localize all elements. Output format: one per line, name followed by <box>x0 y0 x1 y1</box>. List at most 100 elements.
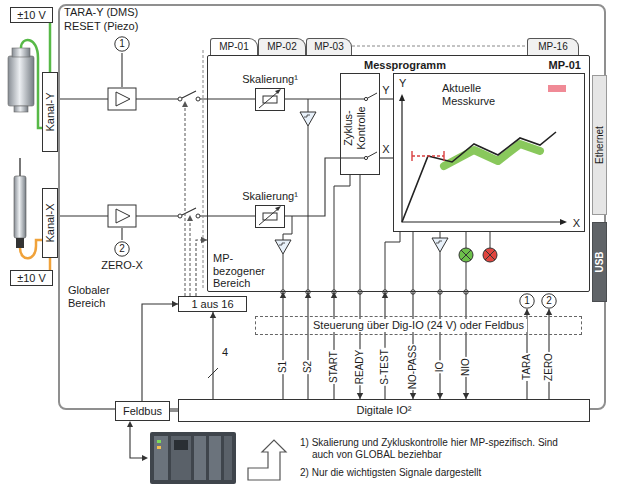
plc-device <box>171 436 191 480</box>
callout-circle <box>520 294 534 308</box>
hollow-arrow <box>248 440 286 480</box>
terminal-dot <box>364 156 367 159</box>
label-text: Kanal-X <box>44 203 56 242</box>
linear-potentiometer <box>16 238 24 248</box>
connector-line <box>285 158 340 216</box>
connector <box>305 292 311 399</box>
label-text: Globaler Bereich <box>68 284 130 309</box>
load-cell <box>12 48 30 57</box>
internal-wire <box>385 232 413 292</box>
hysteresis-mark <box>304 115 310 117</box>
internal-wire <box>334 175 360 292</box>
connector-line <box>380 98 393 99</box>
label-text: 2 <box>546 295 552 307</box>
tolerance-band <box>444 144 540 166</box>
program-panel: MessprogrammMP-01MP-bezogener BereichSka… <box>207 55 590 292</box>
hysteresis-mark <box>436 241 442 243</box>
plc-device <box>150 432 236 484</box>
indicator-lamp <box>459 248 473 262</box>
label-text: 1 <box>524 295 530 307</box>
callout-circle <box>115 242 129 256</box>
label-text: Ethernet <box>594 126 605 164</box>
connector-line <box>49 258 52 270</box>
switch-contact <box>178 97 182 101</box>
label-text: Kanal-Y <box>44 92 56 131</box>
signal-label: X <box>381 143 390 156</box>
measurement-curve <box>402 132 556 222</box>
label-text: X <box>573 217 580 230</box>
signal-label: 4 <box>222 346 228 359</box>
graph-axes <box>402 96 560 222</box>
plc-device <box>194 436 206 480</box>
arrowhead <box>546 309 552 315</box>
switch-contact <box>178 214 182 218</box>
fieldbus-box: Feldbus <box>115 401 170 421</box>
connector <box>285 99 340 100</box>
program-stack <box>203 46 527 290</box>
label-text: 2 <box>119 243 125 255</box>
select-arrowhead <box>187 215 193 221</box>
measurement-curve <box>402 132 556 222</box>
plc-device <box>224 436 232 480</box>
axis-arrowhead <box>560 219 567 225</box>
label-text: MP-01 <box>219 41 248 53</box>
signal-label: S2 <box>302 360 314 374</box>
connector-line <box>142 304 178 401</box>
plc-device <box>154 436 168 480</box>
label-text: MP-bezogener Bereich <box>213 252 275 290</box>
connector <box>437 292 443 399</box>
terminal-dot <box>281 97 468 294</box>
voltage-box: ±10 V <box>10 270 53 286</box>
comparator-symbol <box>275 240 291 254</box>
connector <box>380 99 393 100</box>
linear-potentiometer <box>19 158 21 176</box>
arrowhead <box>210 312 216 318</box>
annotation: RESET (Piezo) <box>64 20 138 33</box>
connector <box>285 158 340 216</box>
linear-potentiometer <box>14 176 26 238</box>
annotation: ZERO-X <box>101 259 143 272</box>
terminal-dot <box>364 97 367 100</box>
amplifier-symbol <box>116 209 130 223</box>
fieldbus-link <box>130 427 142 458</box>
connector-line <box>49 23 52 72</box>
signal-label: Y <box>381 84 390 97</box>
connector <box>196 237 207 296</box>
digital-io-box: Digitale IO² <box>178 399 590 422</box>
connector-line <box>285 98 340 99</box>
indicator-lamp <box>483 248 497 262</box>
usb-port: USB <box>592 222 607 302</box>
control-bus-box: Steuerung über Dig-IO (24 V) oder Feldbu… <box>255 316 582 335</box>
indicator-lamp <box>461 250 471 260</box>
axis-arrowhead <box>399 94 567 225</box>
program-tab: MP-02 <box>258 38 306 55</box>
label-text: Y <box>399 77 406 90</box>
load-cell <box>8 40 42 128</box>
limit-marker <box>412 155 444 156</box>
label-text: ±10 V <box>17 272 46 285</box>
select-arrowhead <box>182 101 188 107</box>
voltage-box: ±10 V <box>10 7 53 23</box>
signal-label: TARA <box>521 353 533 381</box>
callout-circle <box>542 294 556 308</box>
program-tab: MP-16 <box>527 38 579 55</box>
callout-number: 2 <box>541 293 557 309</box>
internal-wire <box>308 99 309 292</box>
connector <box>280 292 286 399</box>
scaling-arrowhead <box>275 206 281 211</box>
arrowhead <box>280 292 286 298</box>
scaling-symbol <box>263 213 277 220</box>
arrowhead <box>331 292 337 298</box>
scaling-symbol <box>259 91 279 108</box>
tolerance-band <box>444 144 540 166</box>
connector <box>50 23 51 72</box>
select-line <box>185 107 190 296</box>
switch-contact <box>178 97 200 218</box>
switch-contact <box>196 97 200 101</box>
amplifier-symbol <box>116 92 130 106</box>
signal-label: S-TEST <box>379 348 391 386</box>
indicator-lamp <box>459 248 497 262</box>
connector-line <box>380 157 393 158</box>
connector <box>50 258 51 270</box>
plc-device <box>157 446 161 449</box>
